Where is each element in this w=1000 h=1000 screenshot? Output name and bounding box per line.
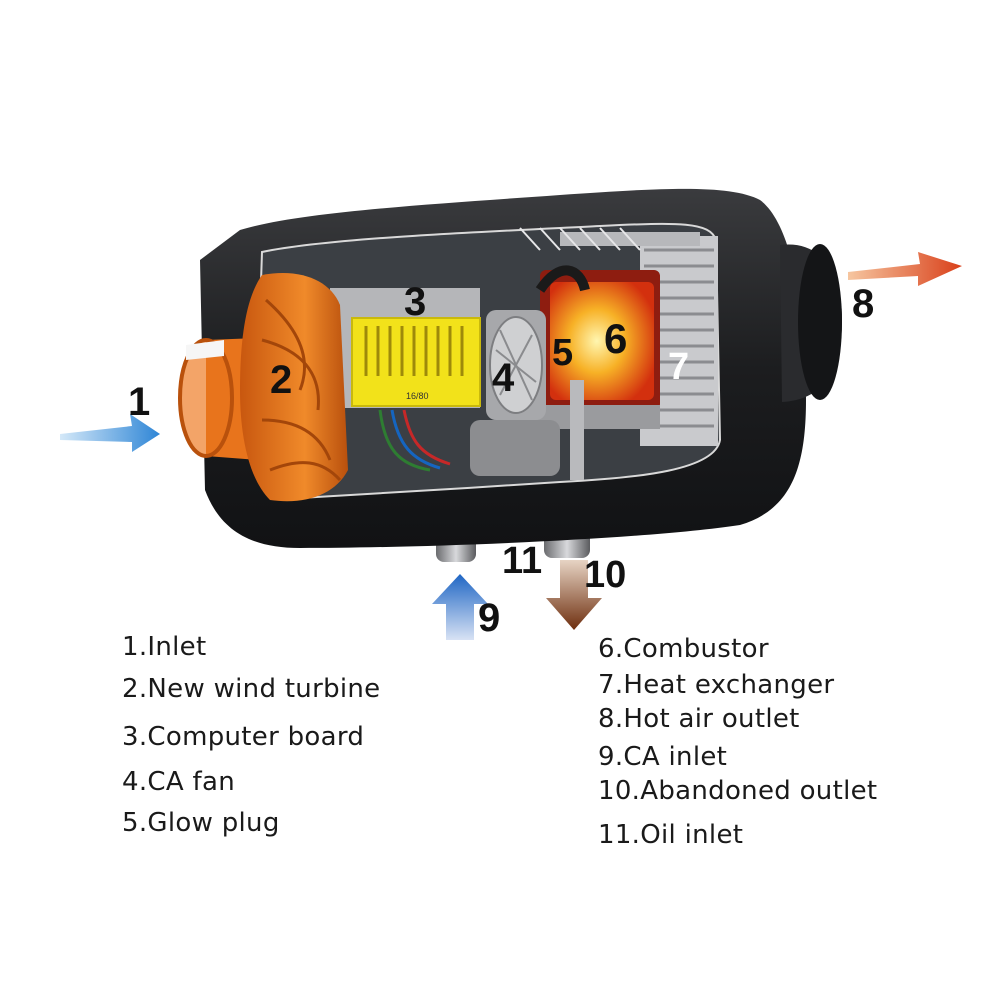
inlet-arrow (60, 414, 160, 452)
callout-hot-air: 8 (852, 282, 875, 326)
ca-inlet-arrow (432, 574, 488, 640)
callout-ca-inlet: 9 (478, 596, 501, 640)
legend-item: 1.Inlet (122, 632, 207, 662)
heater-cutaway-diagram: 16/80 (60, 188, 962, 640)
legend-item: 10.Abandoned outlet (598, 776, 878, 806)
callout-exchanger: 7 (668, 346, 690, 388)
legend-item: 8.Hot air outlet (598, 704, 800, 734)
hot-air-arrow (848, 252, 962, 286)
abandoned-outlet-arrow (546, 560, 602, 630)
legend-item: 9.CA inlet (598, 742, 728, 772)
callout-oil: 11 (502, 540, 543, 582)
wind-turbine (240, 273, 348, 502)
board-label: 16/80 (406, 391, 429, 401)
legend-item: 2.New wind turbine (122, 674, 381, 704)
callout-board: 3 (404, 280, 427, 324)
computer-board: 16/80 (330, 265, 590, 472)
legend-item: 5.Glow plug (122, 808, 280, 838)
callout-glow: 5 (552, 332, 574, 374)
legend-item: 7.Heat exchanger (598, 670, 835, 700)
callout-abandoned: 10 (584, 554, 627, 596)
callout-combustor: 6 (604, 315, 628, 362)
legend-item: 4.CA fan (122, 767, 235, 797)
combustion-chamber (530, 270, 660, 429)
callout-inlet: 1 (128, 380, 151, 424)
callout-fan: 4 (492, 356, 515, 400)
legend-item: 3.Computer board (122, 722, 365, 752)
callout-turbine: 2 (270, 358, 293, 402)
legend-item: 6.Combustor (598, 634, 769, 664)
ca-fan (470, 310, 584, 480)
legend-item: 11.Oil inlet (598, 820, 744, 850)
